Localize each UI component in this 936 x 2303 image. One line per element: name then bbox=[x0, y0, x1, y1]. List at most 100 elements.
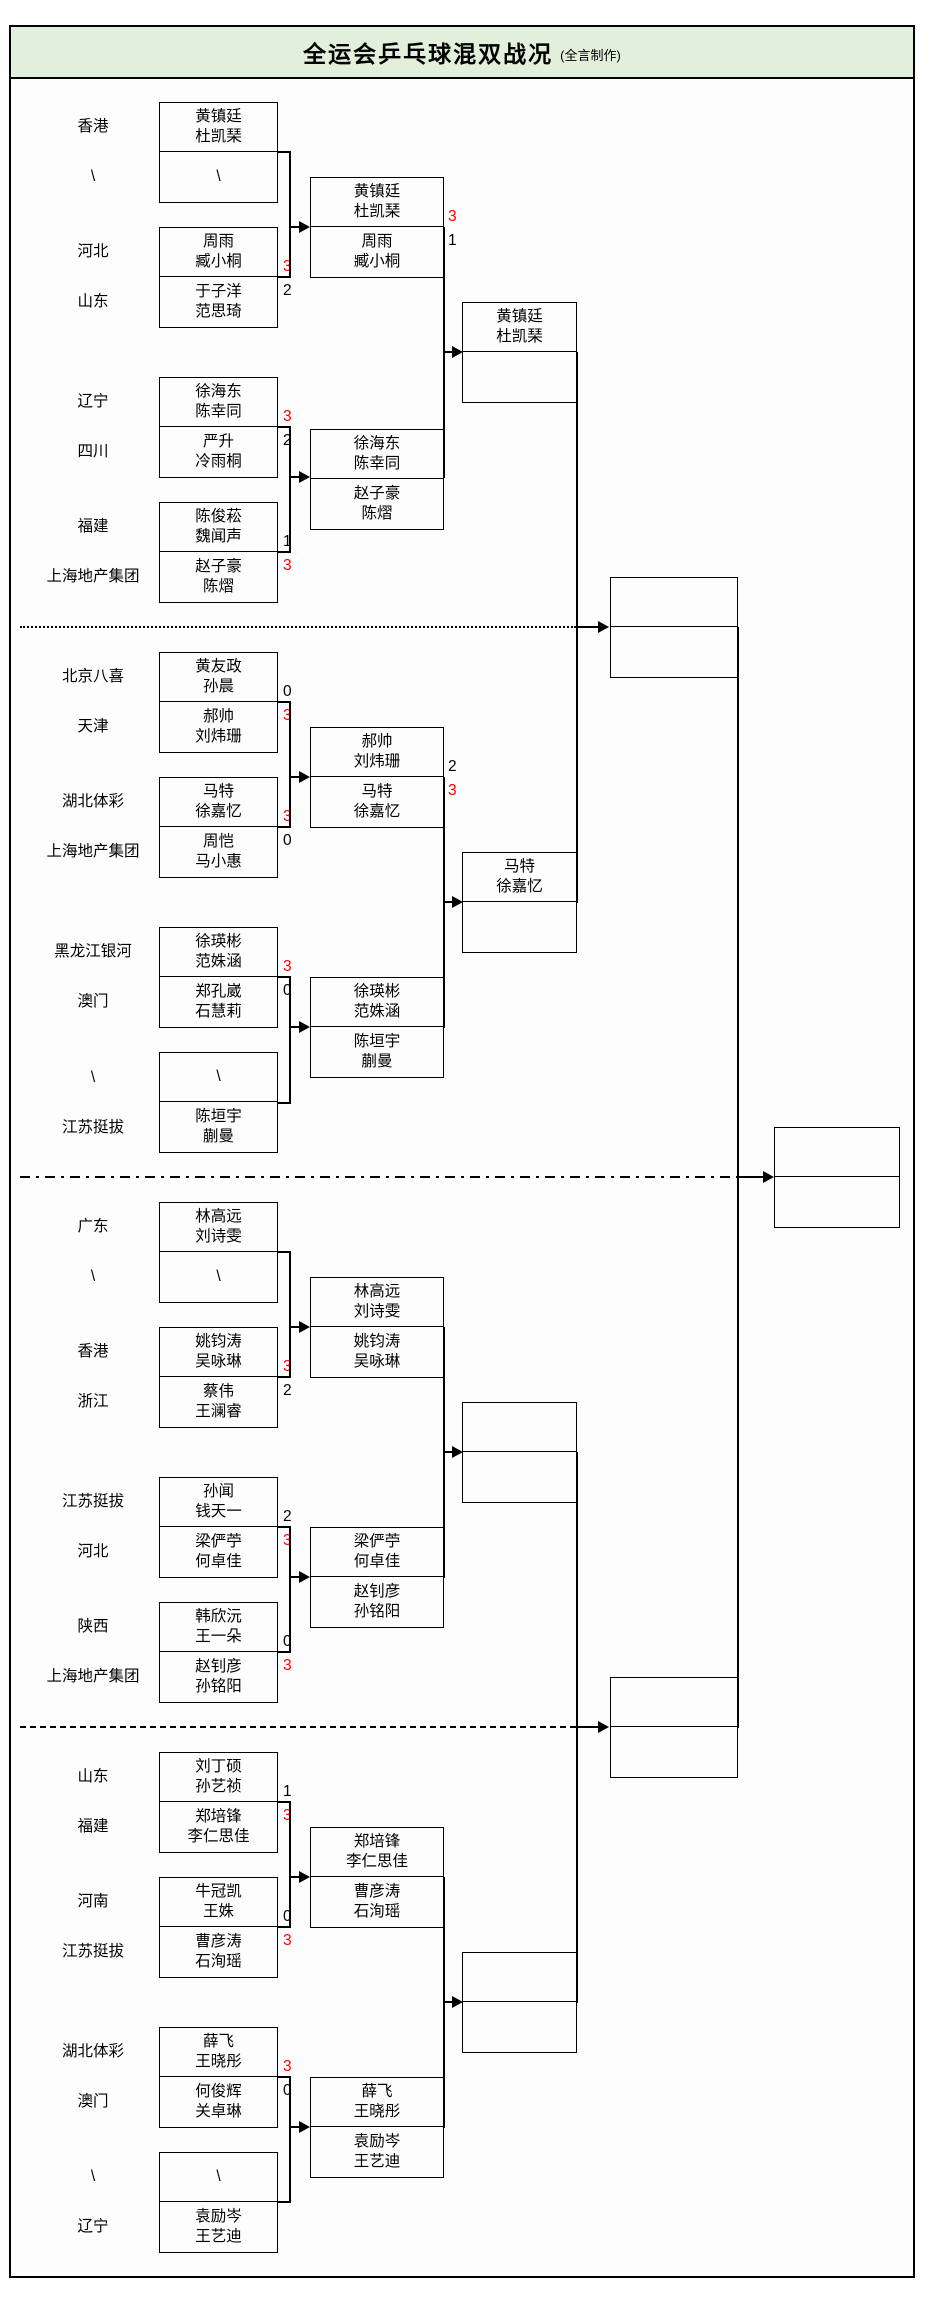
team-cell: 姚钧涛 吴咏琳 bbox=[160, 1328, 277, 1377]
arrow-right-icon bbox=[299, 1021, 310, 1033]
connector-line bbox=[576, 626, 599, 628]
arrow-right-icon bbox=[452, 1996, 463, 2008]
score: 1 bbox=[283, 1783, 292, 1800]
score: 3 bbox=[283, 408, 292, 425]
connector-line bbox=[278, 1926, 291, 1928]
connector-line bbox=[289, 977, 291, 1028]
team-cell: 陈垣宇 蒯曼 bbox=[353, 1032, 401, 1070]
round2-match-box: 薛飞 王晓彤 袁励岑 王艺迪 bbox=[310, 2077, 444, 2178]
region-label: 江苏挺拔 bbox=[61, 1943, 124, 1960]
score: 3 bbox=[283, 2058, 292, 2075]
team-cell: \ bbox=[216, 1267, 221, 1285]
region-label: 香港 bbox=[77, 118, 109, 135]
connector-line bbox=[576, 352, 578, 628]
score: 3 bbox=[283, 1532, 292, 1549]
team-cell bbox=[611, 1727, 737, 1777]
round2-match-box: 郝帅 刘炜珊 马特 徐嘉忆 bbox=[310, 727, 444, 828]
score: 3 bbox=[448, 782, 457, 799]
team-cell: 周雨 臧小桐 bbox=[353, 232, 401, 270]
arrow-right-icon bbox=[598, 621, 609, 633]
connector-line bbox=[289, 1252, 291, 1328]
connector-line bbox=[289, 1802, 291, 1878]
arrow-right-icon bbox=[598, 1721, 609, 1733]
round2-match-box: 梁俨苧 何卓佳 赵钊彦 孙铭阳 bbox=[310, 1527, 444, 1628]
connector-line bbox=[289, 1327, 291, 1378]
team-cell: 梁俨苧 何卓佳 bbox=[311, 1528, 443, 1577]
connector-line bbox=[278, 1251, 291, 1253]
region-label: 北京八喜 bbox=[61, 668, 124, 685]
region-label: 黑龙江银河 bbox=[54, 943, 132, 960]
group-separator-dashed bbox=[20, 1726, 576, 1728]
score: 3 bbox=[283, 808, 292, 825]
connector-line bbox=[278, 1651, 291, 1653]
page-title: 全运会乒乓球混双战况 bbox=[303, 41, 554, 67]
arrow-right-icon bbox=[452, 346, 463, 358]
arrow-right-icon bbox=[763, 1171, 774, 1183]
region-label: 天津 bbox=[77, 718, 109, 735]
score: 3 bbox=[283, 1932, 292, 1949]
team-cell: 于子洋 范思琦 bbox=[195, 282, 242, 320]
arrow-right-icon bbox=[452, 1446, 463, 1458]
quarterfinal-box: 马特 徐嘉忆 bbox=[462, 852, 577, 953]
round2-match-box: 林高远 刘诗雯 姚钧涛 吴咏琳 bbox=[310, 1277, 444, 1378]
connector-line bbox=[443, 352, 445, 478]
round1-match-box: 徐海东 陈幸同 严升 冷雨桐 bbox=[159, 377, 278, 478]
arrow-right-icon bbox=[452, 896, 463, 908]
connector-line bbox=[737, 1177, 739, 1728]
connector-line bbox=[289, 1876, 301, 1878]
team-cell: 严升 冷雨桐 bbox=[195, 432, 242, 470]
round1-match-box: 陈俊菘 魏闻声 赵子豪 陈熠 bbox=[159, 502, 278, 603]
region-label: 辽宁 bbox=[77, 393, 109, 410]
team-cell bbox=[463, 902, 576, 952]
connector-line bbox=[278, 2076, 291, 2078]
round1-match-box: 刘丁硕 孙艺祯 郑培锋 李仁思佳 bbox=[159, 1752, 278, 1853]
round1-match-box: 徐瑛彬 范姝涵 郑孔崴 石慧莉 bbox=[159, 927, 278, 1028]
team-cell bbox=[611, 578, 737, 627]
score: 0 bbox=[283, 1633, 292, 1650]
round1-match-box: 姚钧涛 吴咏琳 蔡伟 王澜睿 bbox=[159, 1327, 278, 1428]
team-cell: 薛飞 王晓彤 bbox=[311, 2078, 443, 2127]
score: 3 bbox=[283, 1807, 292, 1824]
round1-match-box: 韩欣沅 王一朵 赵钊彦 孙铭阳 bbox=[159, 1602, 278, 1703]
connector-line bbox=[289, 477, 291, 553]
connector-line bbox=[278, 826, 291, 828]
team-cell: 郝帅 刘炜珊 bbox=[195, 707, 242, 745]
team-cell bbox=[775, 1177, 899, 1227]
score: 1 bbox=[283, 533, 292, 550]
connector-line bbox=[576, 1727, 578, 2003]
region-label: 广东 bbox=[77, 1218, 109, 1235]
connector-line bbox=[278, 701, 291, 703]
score: 3 bbox=[283, 1358, 292, 1375]
team-cell: 蔡伟 王澜睿 bbox=[195, 1382, 242, 1420]
round1-match-box: 牛冠凯 王姝 曹彦涛 石洵瑶 bbox=[159, 1877, 278, 1978]
team-cell: 梁俨苧 何卓佳 bbox=[195, 1532, 242, 1570]
arrow-right-icon bbox=[299, 771, 310, 783]
team-cell: 郑培锋 李仁思佳 bbox=[187, 1807, 250, 1845]
quarterfinal-box bbox=[462, 1402, 577, 1503]
final-box bbox=[774, 1127, 900, 1228]
connector-line bbox=[443, 351, 453, 353]
round1-match-box: 林高远 刘诗雯 \ bbox=[159, 1202, 278, 1303]
connector-line bbox=[443, 2002, 445, 2128]
team-cell: 薛飞 王晓彤 bbox=[160, 2028, 277, 2077]
region-label: \ bbox=[90, 1069, 96, 1086]
team-cell: 周雨 臧小桐 bbox=[160, 228, 277, 277]
connector-line bbox=[289, 776, 301, 778]
region-label: 浙江 bbox=[77, 1393, 109, 1410]
connector-line bbox=[278, 276, 291, 278]
connector-line bbox=[289, 476, 301, 478]
team-cell: \ bbox=[216, 167, 221, 185]
team-cell: 郝帅 刘炜珊 bbox=[311, 728, 443, 777]
connector-line bbox=[289, 2077, 291, 2128]
quarterfinal-box bbox=[462, 1952, 577, 2053]
team-cell bbox=[463, 352, 576, 402]
team-cell: 马特 徐嘉忆 bbox=[353, 782, 401, 820]
region-label: 上海地产集团 bbox=[46, 1668, 140, 1685]
score: 0 bbox=[283, 2082, 292, 2099]
team-cell: 黄镇廷 杜凯琹 bbox=[311, 178, 443, 227]
team-cell: 陈垣宇 蒯曼 bbox=[195, 1107, 242, 1145]
connector-line bbox=[289, 152, 291, 228]
team-cell: 赵钊彦 孙铭阳 bbox=[195, 1657, 242, 1695]
team-cell: 曹彦涛 石洵瑶 bbox=[195, 1932, 242, 1970]
arrow-right-icon bbox=[299, 1571, 310, 1583]
